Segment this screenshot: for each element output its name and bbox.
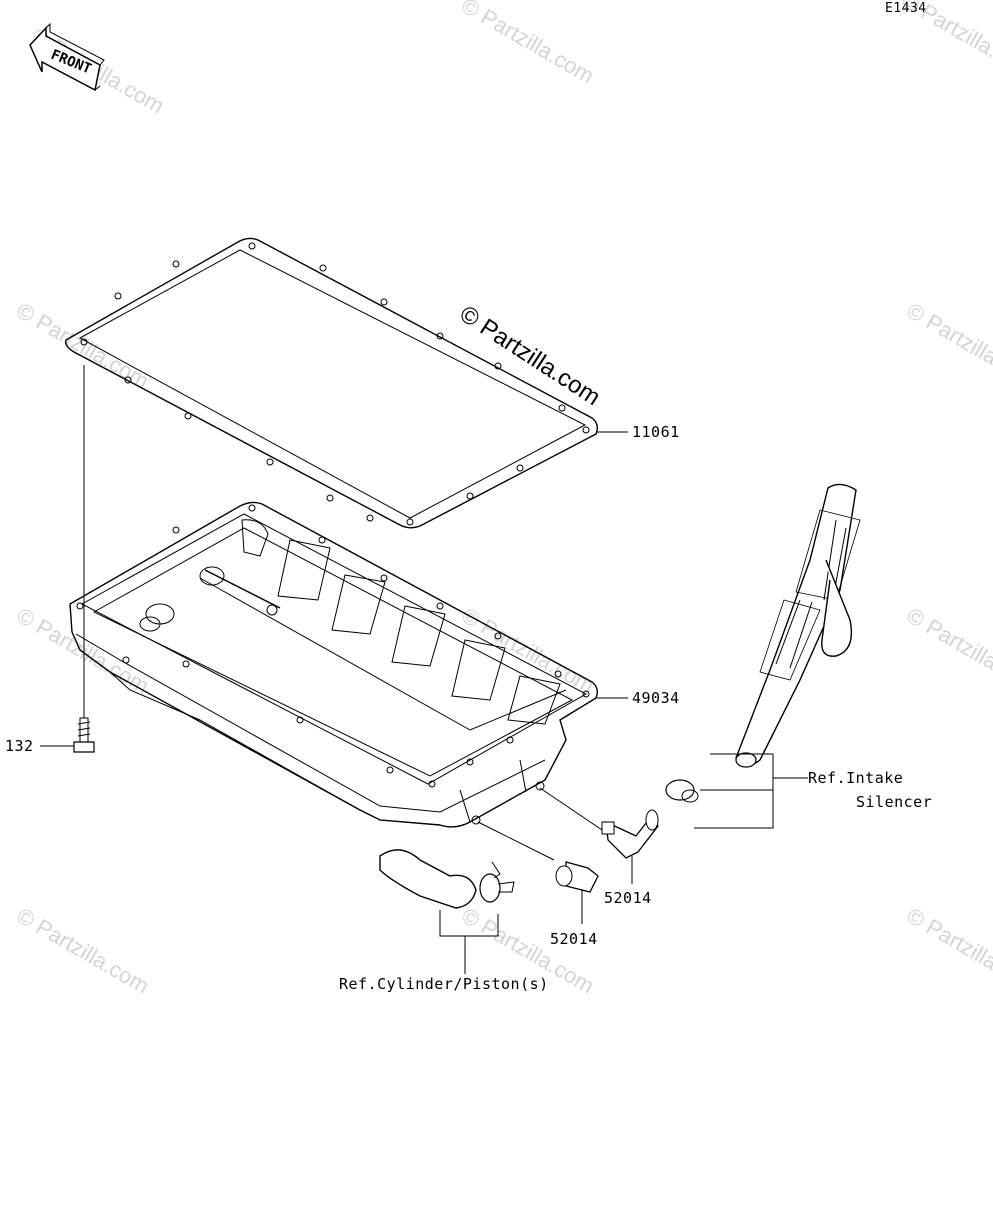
watermark: © Partzilla.com <box>13 298 154 394</box>
watermark: © Partzilla.com <box>903 903 993 999</box>
ref-intake-label: Ref.Intake <box>808 769 903 787</box>
watermark: © Partzilla.com <box>903 298 993 394</box>
callout-132: 132 <box>5 737 34 755</box>
callout-52014-lower: 52014 <box>550 930 598 948</box>
callout-11061: 11061 <box>632 423 680 441</box>
elbow-fitting-lower <box>478 822 598 924</box>
callout-49034: 49034 <box>632 689 680 707</box>
watermark: © Partzilla.com <box>458 0 599 88</box>
bolt <box>40 365 94 752</box>
hose-clamp <box>666 780 698 802</box>
callout-52014-upper: 52014 <box>604 889 652 907</box>
oil-pan <box>70 502 597 827</box>
watermark: © Partzilla.com <box>13 903 154 999</box>
ref-silencer-label: Silencer <box>856 793 932 811</box>
ref-cylinder-label: Ref.Cylinder/Piston(s) <box>339 975 549 993</box>
cylinder-hose <box>380 850 514 908</box>
watermark: © Partzilla.com <box>903 603 993 699</box>
diagram-code: E1434 <box>885 1 927 16</box>
watermark-main: © Partzilla.com <box>455 300 605 411</box>
intake-hose <box>736 484 860 767</box>
